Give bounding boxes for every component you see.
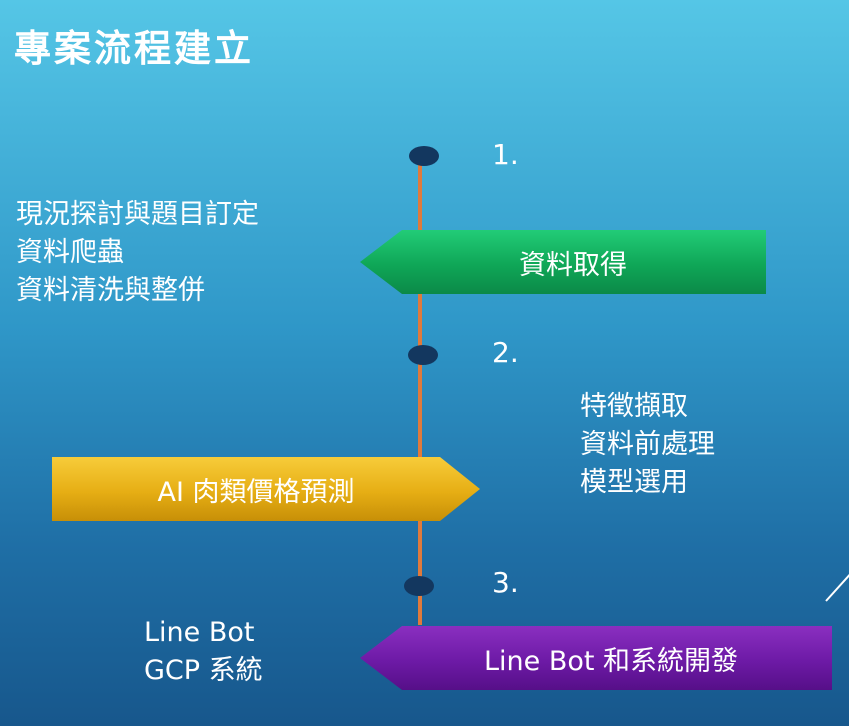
step-3-notes: Line Bot GCP 系統 <box>144 614 263 690</box>
timeline-dot-2 <box>408 345 438 365</box>
step-number-1: 1. <box>492 138 519 171</box>
timeline-dot-3 <box>404 576 434 596</box>
step-3-note: Line Bot <box>144 617 255 648</box>
step-2-note: 特徵擷取 <box>580 391 688 422</box>
step-2-notes: 特徵擷取 資料前處理 模型選用 <box>580 388 715 502</box>
step-2-banner: AI 肉類價格預測 <box>52 457 480 521</box>
step-1-note: 資料清洗與整併 <box>16 275 205 306</box>
decorative-line <box>825 570 849 602</box>
step-2-note: 資料前處理 <box>580 429 715 460</box>
step-number-2: 2. <box>492 336 519 369</box>
step-3-note: GCP 系統 <box>144 655 263 686</box>
timeline-dot-1 <box>409 146 439 166</box>
step-3-banner: Line Bot 和系統開發 <box>360 626 832 690</box>
timeline-line <box>418 155 422 625</box>
step-number-3: 3. <box>492 566 519 599</box>
step-1-banner: 資料取得 <box>360 230 766 294</box>
step-2-note: 模型選用 <box>580 467 688 498</box>
step-1-notes: 現況探討與題目訂定 資料爬蟲 資料清洗與整併 <box>16 196 259 310</box>
page-title: 專案流程建立 <box>14 27 254 70</box>
step-1-note: 資料爬蟲 <box>16 237 124 268</box>
step-1-note: 現況探討與題目訂定 <box>16 199 259 230</box>
